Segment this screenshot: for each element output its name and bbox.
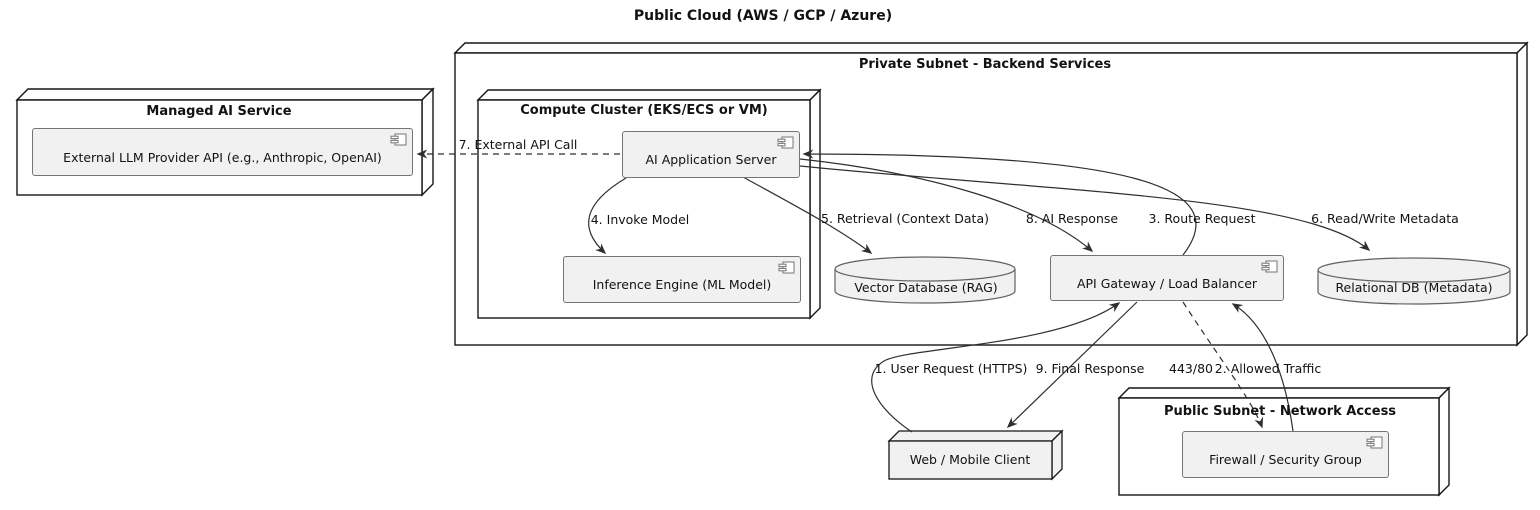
- api-gateway-component: API Gateway / Load Balancer: [1050, 255, 1284, 301]
- ai-application-server-component: AI Application Server: [622, 131, 800, 178]
- edge-user-request-arrow: [871, 302, 1121, 433]
- inference-engine-component: Inference Engine (ML Model): [563, 256, 801, 303]
- edge-port-filter-arrow: [1182, 301, 1264, 429]
- relational-db-cylinder: [1317, 257, 1511, 305]
- component-icon: [1366, 436, 1383, 449]
- edge-route-request-label: 3. Route Request: [1148, 211, 1256, 226]
- web-mobile-client-node: [887, 429, 1064, 481]
- public-subnet-title: Public Subnet - Network Access: [1163, 404, 1397, 419]
- component-icon: [777, 136, 794, 149]
- api-gateway-label: API Gateway / Load Balancer: [1076, 275, 1258, 291]
- managed-ai-service-title: Managed AI Service: [146, 104, 292, 119]
- component-icon: [778, 261, 795, 274]
- edge-ai-response-label: 8. AI Response: [1025, 211, 1119, 226]
- edge-user-request-label: 1. User Request (HTTPS): [874, 361, 1028, 376]
- vector-db-cylinder: [834, 256, 1016, 304]
- external-llm-provider-label: External LLM Provider API (e.g., Anthrop…: [63, 149, 382, 165]
- web-mobile-client-label: Web / Mobile Client: [909, 452, 1031, 467]
- edge-retrieval-arrow: [742, 176, 873, 254]
- external-llm-provider-component: External LLM Provider API (e.g., Anthrop…: [32, 128, 413, 176]
- edge-read-write-metadata-arrow: [799, 165, 1371, 251]
- component-icon: [390, 133, 407, 146]
- edge-ai-response-arrow: [799, 158, 1094, 252]
- relational-db-label: Relational DB (Metadata): [1335, 280, 1493, 295]
- compute-cluster-title: Compute Cluster (EKS/ECS or VM): [520, 103, 768, 118]
- edge-final-response-arrow: [1006, 301, 1138, 429]
- private-subnet-title: Private Subnet - Backend Services: [858, 57, 1112, 72]
- inference-engine-label: Inference Engine (ML Model): [592, 277, 772, 292]
- edge-invoke-model-label: 4. Invoke Model: [590, 212, 690, 227]
- edge-invoke-model-arrow: [588, 177, 627, 255]
- component-icon: [1261, 260, 1278, 273]
- edge-retrieval-label: 5. Retrieval (Context Data): [821, 211, 989, 226]
- firewall-label: Firewall / Security Group: [1209, 452, 1362, 467]
- edge-port-filter-label: 443/80: [1169, 361, 1213, 376]
- edge-allowed-traffic-label: 2. Allowed Traffic: [1214, 361, 1322, 376]
- edge-route-request-arrow: [802, 149, 1197, 256]
- edge-external-api-call-label: 7. External API Call: [458, 137, 578, 152]
- edge-read-write-metadata-label: 6. Read/Write Metadata: [1311, 211, 1459, 226]
- vector-db-label: Vector Database (RAG): [854, 280, 998, 295]
- diagram-title: Public Cloud (AWS / GCP / Azure): [633, 8, 893, 24]
- firewall-component: Firewall / Security Group: [1182, 431, 1389, 478]
- edge-final-response-label: 9. Final Response: [1035, 361, 1145, 376]
- ai-application-server-label: AI Application Server: [645, 152, 777, 167]
- edge-allowed-traffic-arrow: [1231, 303, 1294, 432]
